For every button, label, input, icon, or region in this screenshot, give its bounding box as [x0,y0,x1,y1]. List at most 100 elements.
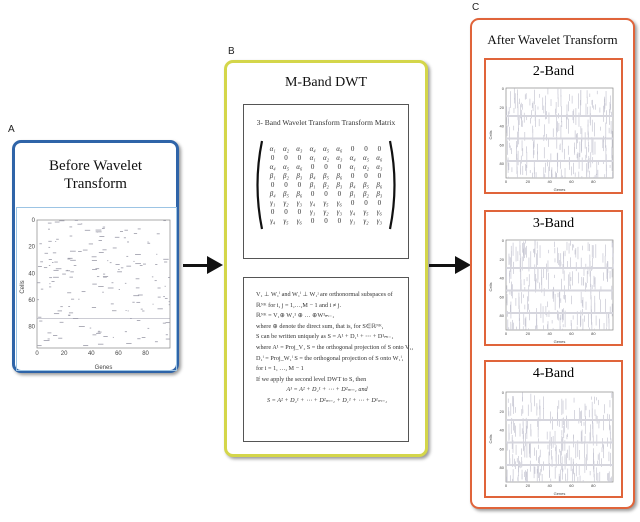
data-mark [516,170,518,178]
matrix-cell: 0 [284,154,288,162]
x-tick-label: 80 [591,331,596,336]
panel-b-title: M-Band DWT [284,75,368,90]
transform-matrix-box: 3- Band Wavelet Transform Transform Matr… [243,104,409,259]
data-mark [521,409,523,416]
data-mark [133,260,135,262]
data-mark [132,301,135,303]
data-mark [559,317,561,330]
data-mark [534,167,535,178]
data-mark [569,94,570,101]
data-mark [537,106,539,110]
data-mark [573,162,574,175]
data-mark [557,93,559,99]
matrix-cell: 0 [350,172,355,180]
data-mark [554,241,556,248]
data-mark [579,144,581,157]
data-mark [539,405,540,410]
data-mark [511,437,513,442]
data-mark [606,164,607,178]
data-mark [558,253,560,265]
data-mark [555,171,556,178]
data-mark [526,245,527,258]
data-mark [544,124,545,137]
data-mark [74,220,79,221]
data-mark [48,265,51,266]
data-mark [575,248,577,258]
data-mark [558,419,560,427]
matrix-cell: γ₁ [350,217,356,225]
data-mark [510,257,511,272]
data-mark [607,275,608,283]
data-mark [561,175,563,178]
data-mark [525,417,527,434]
data-mark [522,396,523,402]
data-mark [97,343,104,345]
data-mark [516,326,517,330]
matrix-cell: 0 [270,154,275,162]
data-mark [562,400,564,414]
data-mark [37,299,39,301]
data-mark [611,267,613,278]
data-mark [524,318,526,327]
x-tick-label: 40 [547,179,552,184]
data-mark [508,407,509,416]
data-mark [37,282,41,284]
data-mark [512,319,513,330]
data-mark [97,331,102,333]
data-mark [564,250,566,257]
data-mark [534,395,535,407]
data-mark [512,396,513,407]
data-mark [598,421,600,429]
y-axis-label: Cells [488,131,493,140]
data-mark [103,273,106,275]
data-mark [560,169,562,178]
data-mark [610,438,612,444]
data-mark [535,280,537,291]
data-mark [526,116,528,121]
data-mark [609,270,611,279]
data-mark [538,438,539,443]
data-mark [590,295,592,300]
data-mark [554,274,555,279]
x-tick-label: 0 [505,331,508,336]
data-mark [581,276,583,286]
data-mark [127,241,130,243]
data-mark [551,449,552,460]
data-mark [577,246,579,260]
data-mark [576,153,578,159]
x-tick-label: 80 [142,351,149,357]
data-mark [525,165,527,176]
data-mark [528,443,530,458]
data-mark [536,450,537,461]
data-mark [147,242,151,244]
matrix-cell: β₂ [323,181,329,189]
data-mark [573,434,574,448]
data-mark [506,293,508,306]
data-mark [608,314,609,319]
data-mark [522,241,524,256]
data-mark [603,98,605,112]
matrix-cell: β₃ [296,172,303,180]
data-mark [516,458,518,463]
data-mark [530,402,532,412]
data-mark [519,423,521,437]
data-mark [51,281,55,282]
data-mark [54,221,60,223]
data-mark [537,427,539,438]
data-mark [603,105,605,113]
data-mark [555,445,557,455]
data-mark [543,407,544,420]
matrix-cell: α₃ [336,154,343,162]
matrix-cell: 0 [337,163,342,171]
data-mark [123,237,126,239]
data-mark [523,294,524,298]
matrix-cell: α₂ [322,154,330,162]
data-mark [589,327,590,330]
data-mark [547,301,548,308]
data-mark [548,166,550,178]
data-mark [165,338,170,340]
data-mark [49,277,53,279]
data-mark [557,292,559,298]
